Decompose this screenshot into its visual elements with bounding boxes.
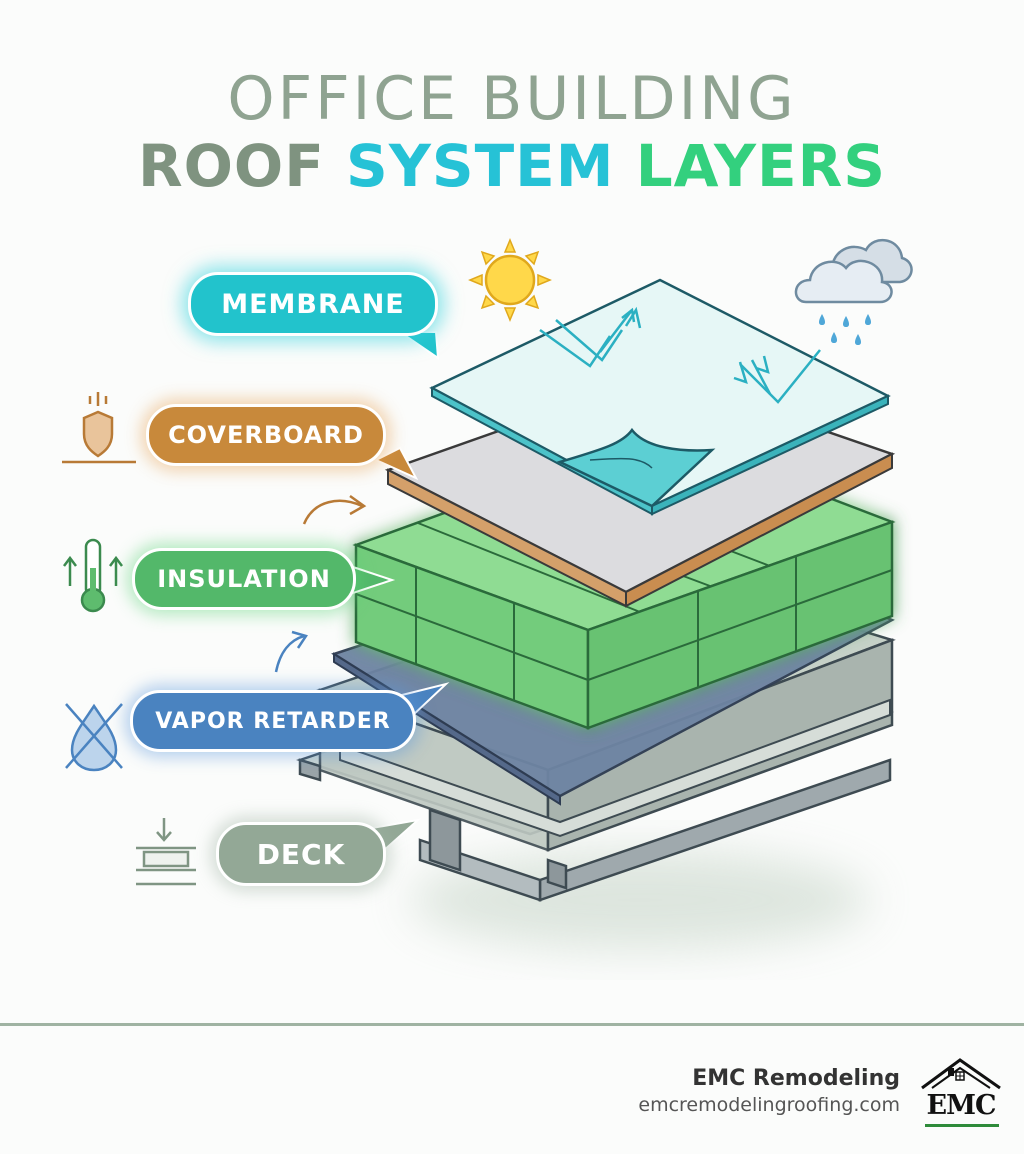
company-info: EMC Remodeling emcremodelingroofing.com (638, 1066, 900, 1116)
arrow-head-coverboard-icon (349, 494, 367, 516)
label-deck: DECK (216, 822, 386, 886)
logo-underline (925, 1124, 999, 1127)
rain-cloud-icon (794, 238, 913, 345)
title-layers-word: LAYERS (635, 132, 887, 200)
label-membrane: MEMBRANE (188, 272, 438, 336)
label-vapor-retarder: VAPOR RETARDER (130, 690, 416, 752)
logo-text: EMC (926, 1090, 997, 1121)
arrow-head-insulation-icon (291, 630, 308, 649)
shield-icon (62, 392, 136, 464)
label-coverboard: COVERBOARD (146, 404, 386, 466)
footer-divider (0, 1023, 1024, 1026)
company-name: EMC Remodeling (692, 1066, 900, 1091)
thermometer-icon (63, 538, 123, 613)
arrow-coverboard-icon (302, 499, 363, 525)
membrane-layer (429, 278, 891, 516)
title-line-1: OFFICE BUILDING (227, 64, 797, 134)
roof-layers-diagram (62, 238, 913, 950)
title-roof-word: ROOF (137, 132, 325, 200)
title-system-word: SYSTEM (346, 132, 615, 200)
emc-logo: EMC (918, 1056, 1004, 1128)
house-roof-icon (921, 1058, 1001, 1090)
label-insulation: INSULATION (132, 548, 356, 610)
deck-support-icon (136, 818, 196, 886)
sun-icon (468, 238, 552, 322)
title-line-2: ROOF SYSTEM LAYERS (0, 132, 1024, 200)
coverboard-bubble-tail (373, 446, 419, 481)
crossed-drop-icon (65, 703, 123, 772)
company-url: emcremodelingroofing.com (638, 1094, 900, 1116)
arrow-insulation-icon (274, 634, 305, 673)
